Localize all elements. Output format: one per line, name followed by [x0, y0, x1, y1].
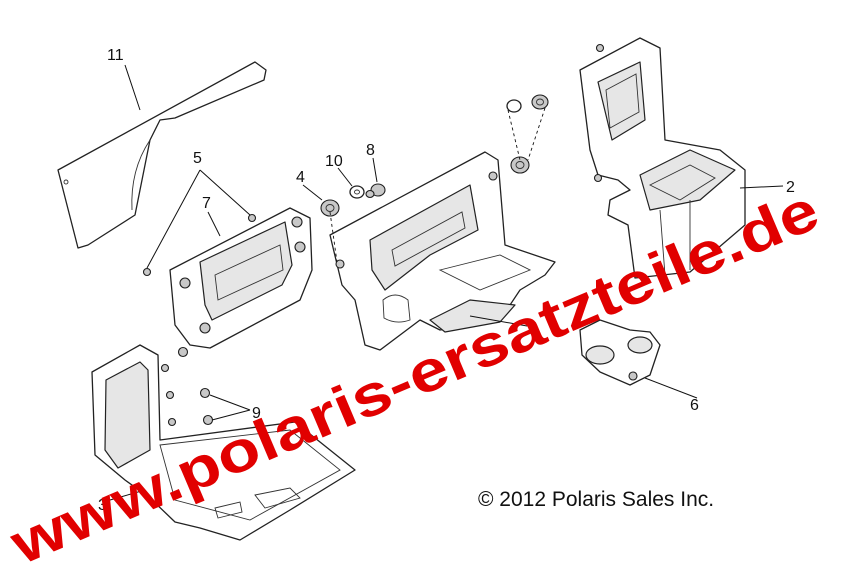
copyright-text: © 2012 Polaris Sales Inc.: [478, 488, 714, 511]
leader-lines: [109, 64, 784, 501]
part-5-screws: [142, 213, 257, 277]
callout-5: 5: [193, 150, 202, 167]
part-8-bolt: [365, 183, 386, 199]
part-7-mounting-plate: [169, 207, 313, 349]
part-9-bolts: [177, 346, 214, 426]
callout-8: 8: [366, 142, 375, 159]
part-2-storage-bin: [579, 37, 746, 279]
callout-7: 7: [202, 195, 211, 212]
part-3-floor-pan: [91, 344, 356, 541]
callout-2: 2: [786, 179, 795, 196]
callout-11: 11: [107, 47, 124, 64]
callout-6: 6: [690, 397, 699, 414]
callout-9: 9: [252, 405, 261, 422]
callout-4: 4: [296, 169, 305, 186]
part-10-washer-right: [506, 99, 522, 113]
callout-1: 1: [530, 320, 539, 337]
assembly-line-left: [329, 211, 338, 263]
part-8-bolt-right: [531, 94, 549, 110]
part-11-side-panel: [57, 61, 267, 249]
part-10-washer: [349, 185, 365, 199]
callout-10: 10: [325, 153, 343, 170]
part-4-nut: [320, 199, 340, 217]
part-4-nut-right: [510, 156, 530, 174]
callout-3: 3: [98, 497, 107, 514]
part-6-cup-holder: [579, 319, 661, 386]
assembly-line-right: [507, 107, 546, 161]
